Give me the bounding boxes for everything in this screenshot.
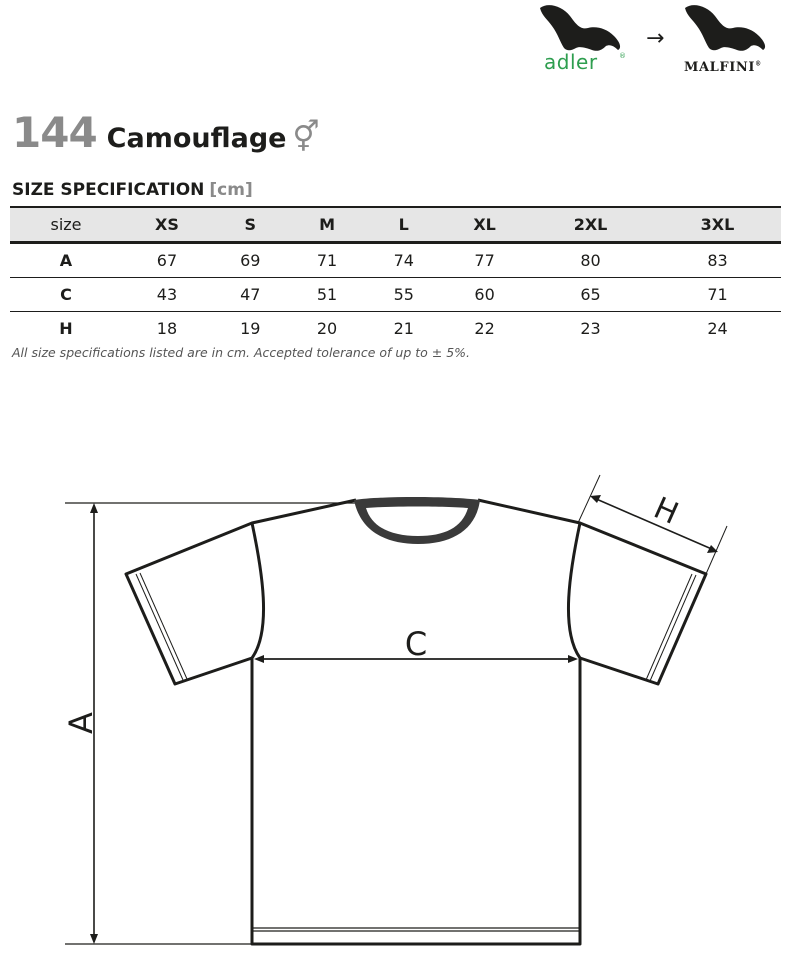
tshirt-measurement-diagram: C A H bbox=[62, 474, 728, 946]
arrow-head-h-left bbox=[590, 495, 601, 503]
size-header-xl: XL bbox=[473, 215, 496, 234]
table-cell: 67 bbox=[156, 251, 178, 270]
table-cell: 21 bbox=[393, 319, 414, 338]
size-spec-title: SIZE SPECIFICATION bbox=[12, 180, 205, 200]
arrow-head-h-right bbox=[707, 545, 718, 553]
table-row-h: H 18 19 20 21 22 23 24 bbox=[10, 312, 781, 346]
tolerance-note: All size specifications listed are in cm… bbox=[12, 345, 471, 360]
size-header-l: L bbox=[398, 215, 409, 234]
table-cell: 22 bbox=[474, 319, 495, 338]
dimension-h-line bbox=[593, 497, 715, 551]
arrow-head-a-bottom bbox=[90, 934, 98, 944]
size-table-header: size XS S M L XL 2XL 3XL bbox=[10, 207, 781, 243]
table-cell: 43 bbox=[156, 285, 178, 304]
size-header-2xl: 2XL bbox=[573, 215, 608, 234]
product-name: Camouflage bbox=[106, 123, 287, 154]
malfini-logo-name: MALFINI bbox=[684, 60, 756, 75]
row-label: H bbox=[59, 319, 73, 338]
table-row-a: A 67 69 71 74 77 80 83 bbox=[10, 243, 781, 278]
size-table: size XS S M L XL 2XL 3XL A 67 69 71 74 7… bbox=[10, 206, 781, 345]
table-cell: 18 bbox=[156, 319, 178, 338]
table-cell: 80 bbox=[580, 251, 601, 270]
brand-logos: adler ® → MALFINI® bbox=[530, 0, 788, 85]
table-cell: 83 bbox=[707, 251, 728, 270]
size-header-s: S bbox=[244, 215, 257, 234]
size-column-label: size bbox=[50, 215, 82, 234]
table-cell: 60 bbox=[474, 285, 495, 304]
dimension-h-label: H bbox=[648, 491, 683, 532]
tshirt-body-outline bbox=[124, 498, 708, 946]
table-cell: 19 bbox=[240, 319, 261, 338]
table-cell: 69 bbox=[240, 251, 261, 270]
table-cell: 77 bbox=[474, 251, 495, 270]
malfini-registered-mark: ® bbox=[755, 60, 762, 68]
unisex-icon: ⚥ bbox=[292, 120, 320, 155]
size-header-xs: XS bbox=[155, 215, 179, 234]
size-spec-heading: SIZE SPECIFICATION[cm] bbox=[12, 180, 253, 200]
dimension-h-extension-left bbox=[577, 474, 601, 524]
adler-logo-text: adler bbox=[544, 50, 598, 74]
collar bbox=[354, 497, 480, 544]
table-cell: 55 bbox=[393, 285, 414, 304]
size-header-3xl: 3XL bbox=[700, 215, 735, 234]
arrow-head-c-left bbox=[254, 655, 264, 663]
row-label: A bbox=[59, 251, 73, 270]
malfini-logo-text: MALFINI® bbox=[684, 60, 762, 75]
adler-registered-mark: ® bbox=[619, 52, 626, 60]
arrow-right-icon: → bbox=[646, 26, 665, 51]
arrow-head-a-top bbox=[90, 503, 98, 513]
table-cell: 51 bbox=[316, 285, 338, 304]
product-title: 144 Camouflage ⚥ bbox=[12, 108, 320, 157]
product-code: 144 bbox=[12, 108, 98, 157]
size-header-m: M bbox=[319, 215, 335, 234]
table-cell: 74 bbox=[393, 251, 414, 270]
table-row-c: C 43 47 51 55 60 65 71 bbox=[10, 278, 781, 312]
size-spec-unit: [cm] bbox=[209, 180, 253, 200]
dimension-a-label: A bbox=[62, 712, 100, 734]
dimension-c-label: C bbox=[405, 625, 427, 663]
eagle-icon bbox=[540, 5, 766, 51]
table-cell: 65 bbox=[580, 285, 601, 304]
arrow-head-c-right bbox=[568, 655, 578, 663]
table-cell: 20 bbox=[316, 319, 338, 338]
row-label: C bbox=[60, 285, 72, 304]
table-cell: 71 bbox=[316, 251, 338, 270]
table-cell: 23 bbox=[580, 319, 601, 338]
table-cell: 47 bbox=[240, 285, 261, 304]
dimension-h-extension-right bbox=[705, 525, 728, 575]
table-cell: 71 bbox=[707, 285, 728, 304]
table-cell: 24 bbox=[707, 319, 728, 338]
